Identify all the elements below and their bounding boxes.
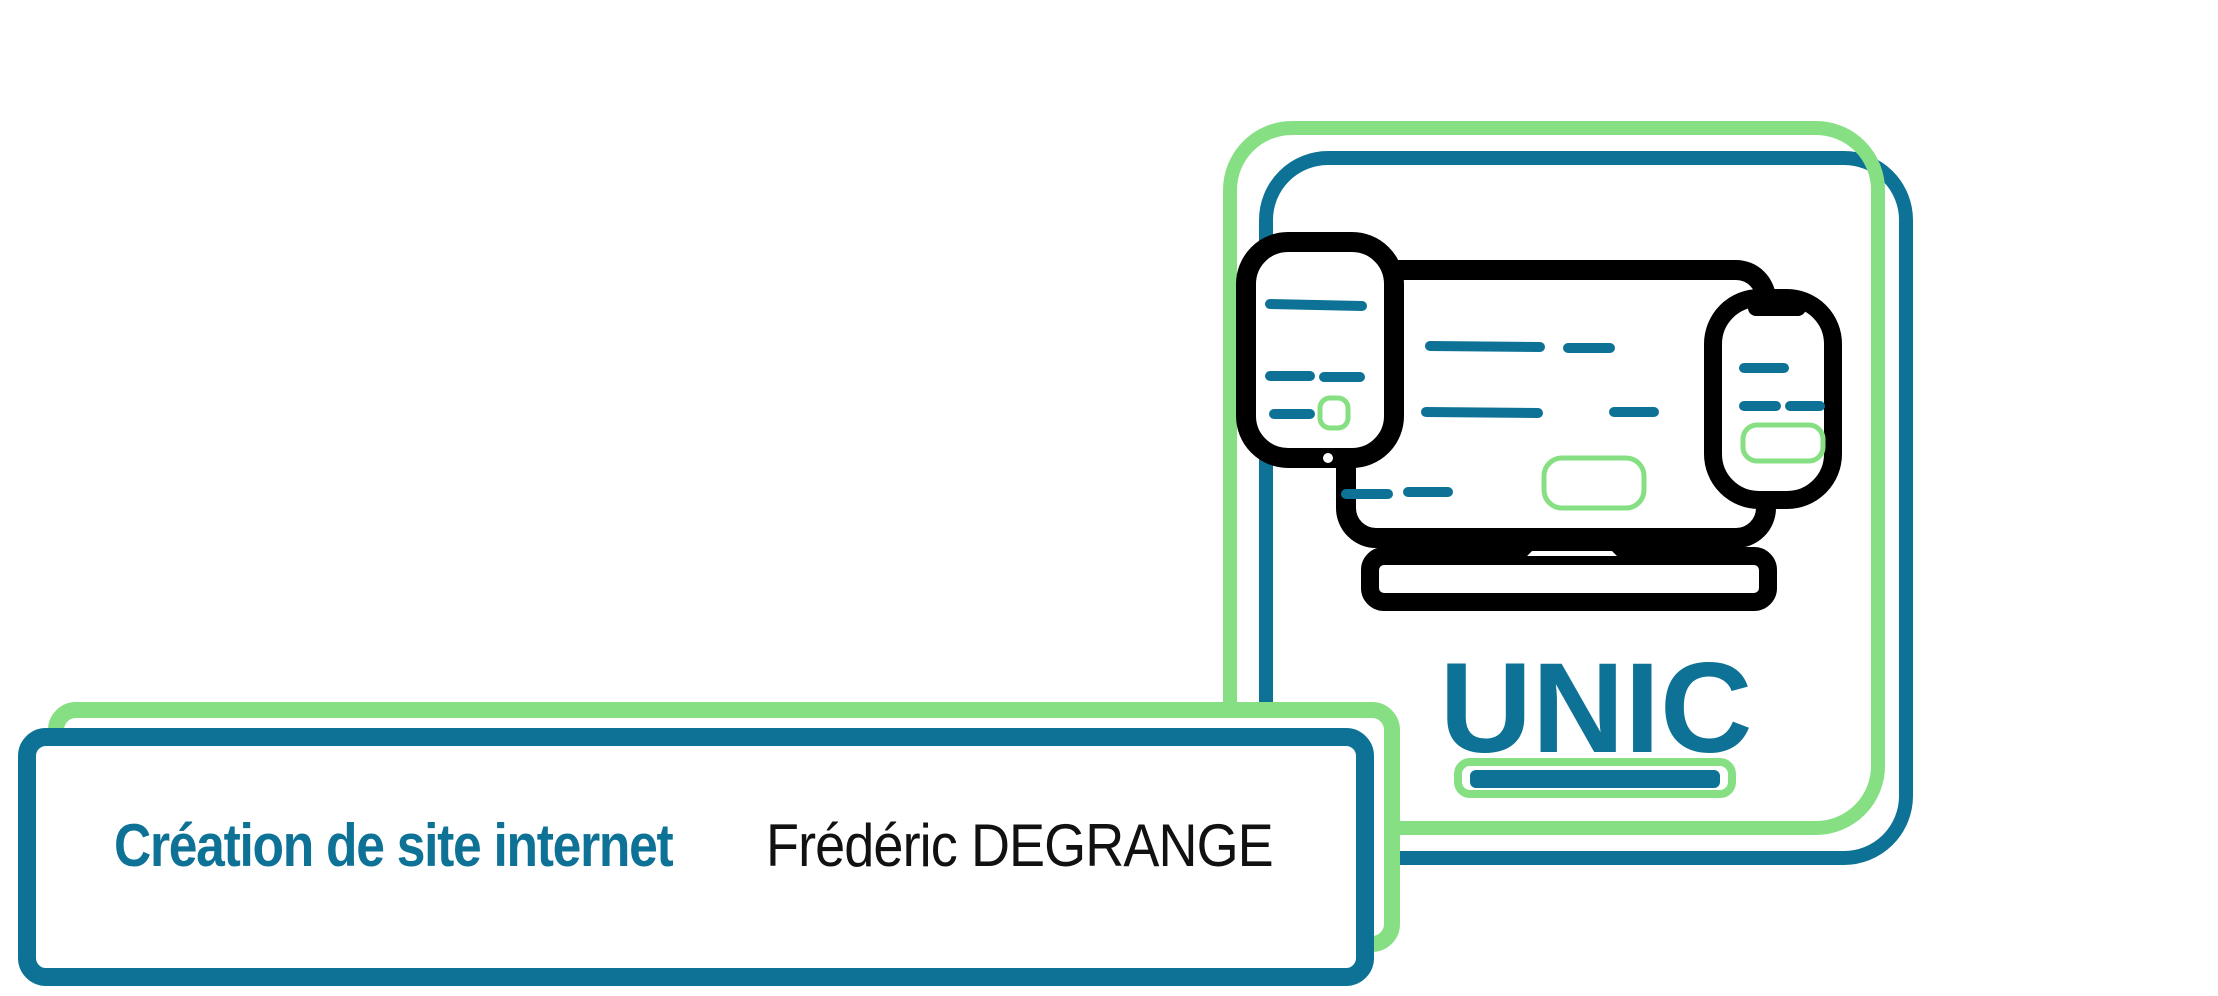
- logo-wordmark: UNIC: [1440, 637, 1753, 780]
- monitor-icon: [1336, 260, 1777, 611]
- author-name: Frédéric DEGRANGE: [766, 811, 1274, 879]
- logo-frame-green: [1223, 121, 1885, 835]
- unic-logo: UNIC: [1200, 100, 1920, 880]
- logo-underline-blue: [1470, 770, 1720, 788]
- card-content: Création de site internet Frédéric DEGRA…: [114, 805, 1329, 885]
- tablet-icon: [1704, 289, 1842, 509]
- phone-icon: [1236, 232, 1404, 468]
- logo-graphic: UNIC: [1223, 121, 1913, 865]
- service-label: Création de site internet: [114, 811, 674, 879]
- card-frame-blue: [18, 728, 1374, 986]
